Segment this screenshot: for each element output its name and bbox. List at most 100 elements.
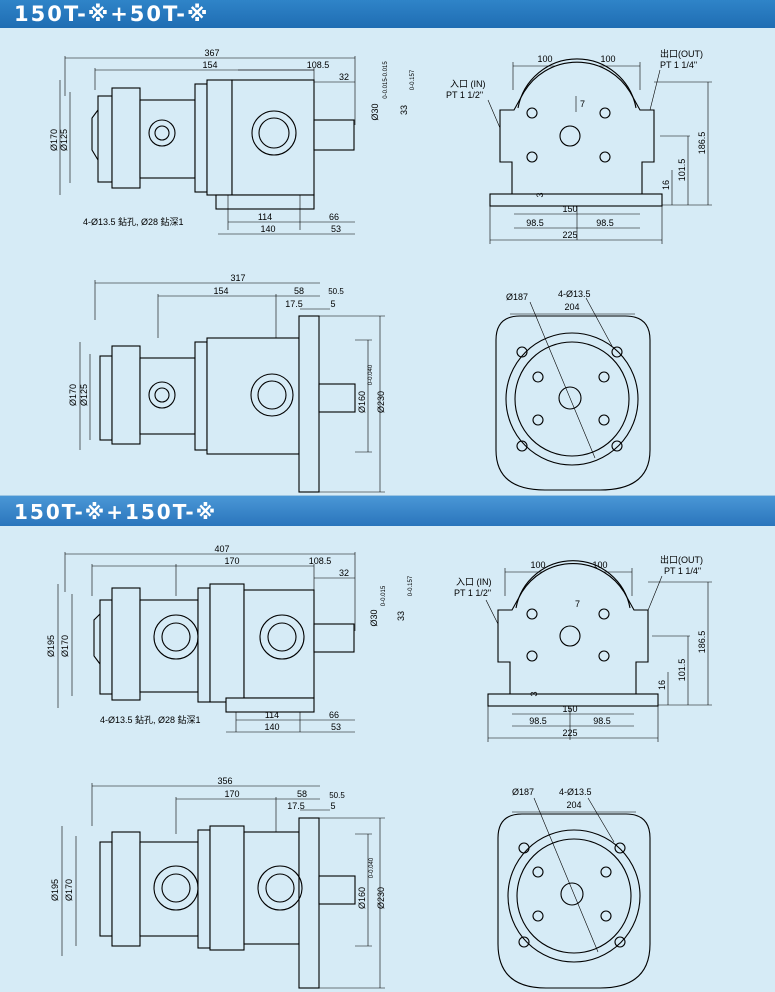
title-band [0, 0, 775, 28]
mount-note: 4-Ø13.5 鉆孔, Ø28 鉆深1 [100, 714, 201, 725]
dim-h2: 101.5 [677, 159, 687, 182]
inlet-label: 入口 (IN) [456, 577, 492, 587]
dim-len2-2: 58 [294, 286, 304, 296]
dim-foot-a: 114 [258, 212, 272, 222]
drawing-150t-150t: 407 170 108.5 32 Ø195 Ø170 [46, 544, 712, 989]
dim-holes: 4-Ø13.5 [558, 289, 591, 299]
dim-half-l: 98.5 [526, 218, 544, 228]
dim-h3: 16 [657, 680, 667, 690]
dim-overall-2: 317 [230, 273, 245, 283]
panel-150t-50t: 150T-※+50T-※ 367 154 108.5 32 Ø1 [0, 0, 775, 493]
dim-foot-c: 140 [260, 224, 275, 234]
drawing-150t-50t: 367 154 108.5 32 Ø170 Ø125 [49, 48, 712, 493]
dim-foot-d: 53 [331, 722, 341, 732]
panel-150t-150t: 150T-※+150T-※ 407 170 108.5 32 Ø195 Ø170 [0, 496, 775, 992]
dim-pilot: Ø160 [357, 391, 367, 413]
dim-base-h: 3 [535, 192, 545, 197]
flange-front-view: Ø187 4-Ø13.5 204 [495, 289, 651, 491]
dim-overall: 407 [214, 544, 229, 554]
dim-key-width: 7 [575, 599, 580, 609]
side-view-flange: 356 170 58 50.5 17.5 5 Ø195 Ø170 [50, 776, 386, 989]
dim-foot-c: 140 [264, 722, 279, 732]
dim-base-w: 150 [562, 704, 577, 714]
flange-front-view: Ø187 4-Ø13.5 204 [497, 787, 651, 989]
dim-shaft-dia: Ø30 [369, 609, 379, 626]
section-title: 150T-※+150T-※ [14, 500, 218, 524]
dim-len2: 108.5 [307, 60, 330, 70]
dim-foot-d: 53 [331, 224, 341, 234]
dim-len1-2: 170 [224, 789, 239, 799]
dim-key: 33 [396, 611, 406, 621]
inlet-thread: PT 1 1/2" [454, 588, 491, 598]
dim-len1-2: 154 [213, 286, 228, 296]
dim-total-w: 225 [562, 728, 577, 738]
dim-len4-2: 17.5 [285, 299, 303, 309]
dim-half-l: 98.5 [529, 716, 547, 726]
dim-pilot: Ø160 [357, 887, 367, 909]
dim-holes: 4-Ø13.5 [559, 787, 592, 797]
dim-w2: 100 [592, 560, 607, 570]
dim-foot-b: 66 [329, 710, 339, 720]
dim-len5-2: 5 [330, 801, 335, 811]
dim-dia-body-2: Ø195 [50, 879, 60, 901]
dim-shaft-tol: 0-0.015 [381, 585, 387, 606]
dim-len2: 108.5 [309, 556, 332, 566]
dim-h1: 186.5 [697, 631, 707, 654]
side-view-foot: 367 154 108.5 32 Ø170 Ø125 [49, 48, 416, 235]
dim-len4-2: 17.5 [287, 801, 305, 811]
dim-shaft: 32 [339, 568, 349, 578]
dim-key-tol: 0-0.157 [408, 575, 414, 596]
dim-overall-2: 356 [217, 776, 232, 786]
side-view-flange: 317 154 58 50.5 17.5 5 Ø170 Ø125 [68, 273, 386, 493]
dim-h3: 16 [661, 180, 671, 190]
dim-foot-b: 66 [329, 212, 339, 222]
dim-shaft-tol: 0-0.015-0.015 [383, 61, 389, 99]
dim-key-tol: 0-0.157 [410, 69, 416, 90]
section-title: 150T-※+50T-※ [14, 2, 210, 26]
dim-dia-flange-2: Ø125 [79, 384, 89, 406]
front-view-foot: 100 100 出口(OUT) PT 1 1/4" 入口 (IN) PT 1 1… [454, 554, 712, 742]
dim-flange-width: 204 [564, 302, 579, 312]
dim-foot-a: 114 [265, 710, 279, 720]
dim-base-h: 3 [529, 691, 539, 696]
dim-outer: Ø230 [376, 887, 386, 909]
dim-total-w: 225 [562, 230, 577, 240]
dim-w2: 100 [600, 54, 615, 64]
dim-len1: 170 [224, 556, 239, 566]
outlet-label: 出口(OUT) [660, 554, 703, 565]
dim-pilot-tol: 0-0.040 [369, 857, 375, 878]
dim-half-r: 98.5 [593, 716, 611, 726]
front-view-foot: 100 100 出口(OUT) PT 1 1/4" 入口 (IN) PT 1 1… [446, 48, 712, 244]
dim-dia-flange: Ø125 [59, 129, 69, 151]
dim-key: 33 [399, 105, 409, 115]
dim-pcd: Ø187 [512, 787, 534, 797]
dim-shaft-dia: Ø30 [370, 103, 380, 120]
dim-shaft: 32 [339, 72, 349, 82]
inlet-label: 入口 (IN) [450, 79, 486, 89]
dim-dia-flange: Ø170 [60, 635, 70, 657]
dim-pilot-tol: 0-0.040 [368, 364, 374, 385]
inlet-thread: PT 1 1/2" [446, 90, 483, 100]
dim-len3-2: 50.5 [328, 287, 344, 296]
mount-note: 4-Ø13.5 鉆孔, Ø28 鉆深1 [83, 216, 184, 227]
dim-dia-body: Ø195 [46, 635, 56, 657]
dim-dia-body: Ø170 [49, 129, 59, 151]
dim-flange-width: 204 [566, 800, 581, 810]
title-band [0, 496, 775, 526]
dim-half-r: 98.5 [596, 218, 614, 228]
dim-key-width: 7 [580, 99, 585, 109]
dim-outer: Ø230 [376, 391, 386, 413]
dim-dia-body-2: Ø170 [68, 384, 78, 406]
dim-overall: 367 [204, 48, 219, 58]
dim-base-w: 150 [562, 204, 577, 214]
dim-len1: 154 [202, 60, 217, 70]
dim-h2: 101.5 [677, 659, 687, 682]
dim-dia-flange-2: Ø170 [64, 879, 74, 901]
outlet-thread: PT 1 1/4" [664, 566, 701, 576]
outlet-thread: PT 1 1/4" [660, 60, 697, 70]
dim-len3-2: 50.5 [329, 791, 345, 800]
dim-w1: 100 [537, 54, 552, 64]
dim-len2-2: 58 [297, 789, 307, 799]
dim-h1: 186.5 [697, 132, 707, 155]
